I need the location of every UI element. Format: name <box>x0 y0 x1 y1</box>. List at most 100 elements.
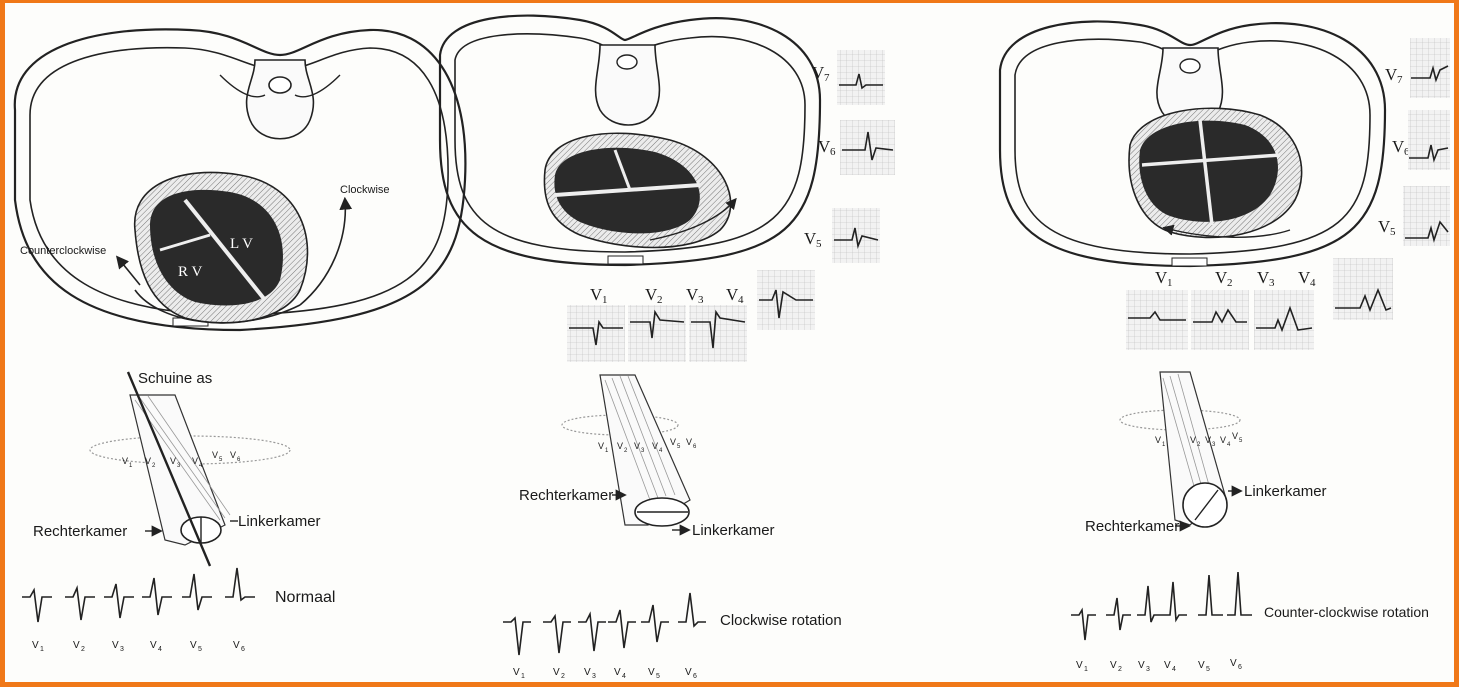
linkerkamer-label: Linkerkamer <box>692 522 775 539</box>
ring-lead-sub: 1 <box>1162 442 1166 448</box>
lead-sub: 1 <box>1084 666 1088 673</box>
ring-lead-sub: 4 <box>1227 442 1231 448</box>
ring-lead-v: V <box>598 441 604 451</box>
ring-lead-v: V <box>1232 431 1238 441</box>
ecg-complexes <box>503 593 706 655</box>
lead-label: V <box>1110 660 1117 671</box>
ring-lead-sub: 3 <box>1212 442 1216 448</box>
counter-clockwise-cylinder <box>1120 372 1240 527</box>
ring-lead-v: V <box>1220 435 1226 445</box>
lead-label: V <box>553 667 560 678</box>
lead-label: V <box>614 667 621 678</box>
ring-lead-v: V <box>212 450 218 460</box>
panel-clockwise: V V V V 1 2 3 4 V V V 7 6 5 <box>440 16 895 680</box>
chest-lead-sub: 1 <box>602 294 608 306</box>
ring-lead-v: V <box>122 456 128 466</box>
rv-label: R V <box>178 264 202 280</box>
counterclockwise-label: Counterclockwise <box>20 245 106 257</box>
lead-sub: 2 <box>81 646 85 653</box>
lead-sub: 6 <box>1238 664 1242 671</box>
rechterkamer-label: Rechterkamer <box>519 487 613 504</box>
lead-label: V <box>233 640 240 651</box>
side-lead-sub: 7 <box>824 72 830 84</box>
lead-label: V <box>1076 660 1083 671</box>
lead-label: V <box>190 640 197 651</box>
lead-label: V <box>648 667 655 678</box>
ring-lead-sub: 5 <box>677 444 681 450</box>
ring-lead-v: V <box>170 456 176 466</box>
linkerkamer-label: Linkerkamer <box>238 513 321 530</box>
ring-lead-sub: 1 <box>129 463 133 469</box>
lead-label: V <box>1138 660 1145 671</box>
chest-lead-markers: V V V V 1 2 3 4 <box>1155 268 1316 289</box>
lead-label: V <box>73 640 80 651</box>
lead-sub: 4 <box>1172 666 1176 673</box>
ring-lead-v: V <box>1155 435 1161 445</box>
chest-lead-sub: 3 <box>1269 277 1275 289</box>
linkerkamer-label: Linkerkamer <box>1244 483 1327 500</box>
lead-label: V <box>1164 660 1171 671</box>
lead-label: V <box>150 640 157 651</box>
ring-lead-v: V <box>230 450 236 460</box>
chest-lead-sub: 3 <box>698 294 704 306</box>
chest-lead-sub: 1 <box>1167 277 1173 289</box>
ring-lead-sub: 5 <box>219 457 223 463</box>
side-lead-sub: 7 <box>1397 74 1403 86</box>
lead-sub: 3 <box>592 673 596 680</box>
lead-label: V <box>32 640 39 651</box>
ecg-complexes <box>1071 572 1252 640</box>
lead-sub: 6 <box>241 646 245 653</box>
heart-rotated-clockwise <box>544 133 730 247</box>
lead-label: V <box>112 640 119 651</box>
panel-counter-clockwise: V V V V 1 2 3 4 V V V 7 6 5 <box>1000 21 1450 673</box>
heart <box>135 172 308 322</box>
ring-lead-v: V <box>145 456 151 466</box>
ring-lead-v: V <box>1190 435 1196 445</box>
lead-label: V <box>1198 660 1205 671</box>
chest-lead-sub: 2 <box>1227 277 1233 289</box>
lead-label: V <box>513 667 520 678</box>
ring-lead-v: V <box>670 437 676 447</box>
lv-label: L V <box>230 236 253 252</box>
ring-lead-v: V <box>617 441 623 451</box>
schuine-as-label: Schuine as <box>138 370 212 387</box>
lead-sub: 4 <box>622 673 626 680</box>
side-lead-sub: 5 <box>816 238 822 250</box>
ecg-complexes <box>22 568 255 622</box>
chest-lead-sub: 2 <box>657 294 663 306</box>
lead-label: V <box>1230 658 1237 669</box>
lead-labels: V V V V V V 1 2 3 4 5 6 <box>32 640 245 653</box>
clockwise-label: Clockwise <box>340 184 390 196</box>
lead-label: V <box>685 667 692 678</box>
lead-label: V <box>584 667 591 678</box>
normaal-caption: Normaal <box>275 589 335 606</box>
lead-sub: 1 <box>40 646 44 653</box>
counter-clockwise-rotation-caption: Counter-clockwise rotation <box>1264 604 1429 620</box>
lead-sub: 5 <box>198 646 202 653</box>
lead-labels: V V V V V V 1 2 3 4 5 6 <box>513 667 697 680</box>
rechterkamer-label: Rechterkamer <box>1085 518 1179 535</box>
lead-sub: 5 <box>1206 666 1210 673</box>
lead-sub: 3 <box>1146 666 1150 673</box>
panel-normal: Counterclockwise Clockwise L V R V Schui… <box>15 29 466 653</box>
side-lead-sub: 5 <box>1390 226 1396 238</box>
lead-sub: 1 <box>521 673 525 680</box>
ring-lead-v: V <box>652 441 658 451</box>
lead-sub: 5 <box>656 673 660 680</box>
chest-lead-sub: 4 <box>738 294 744 306</box>
ring-lead-v: V <box>686 437 692 447</box>
ring-lead-sub: 5 <box>1239 438 1243 444</box>
lead-sub: 2 <box>561 673 565 680</box>
ring-lead-v: V <box>634 441 640 451</box>
rechterkamer-label: Rechterkamer <box>33 523 127 540</box>
side-lead-sub: 6 <box>830 146 836 158</box>
lead-sub: 2 <box>1118 666 1122 673</box>
ring-lead-v: V <box>192 456 198 466</box>
clockwise-rotation-caption: Clockwise rotation <box>720 612 842 629</box>
ring-lead-sub: 1 <box>605 448 609 454</box>
ring-lead-sub: 6 <box>693 444 697 450</box>
lead-sub: 3 <box>120 646 124 653</box>
chest-lead-markers: V V V V 1 2 3 4 <box>590 285 744 306</box>
chest-lead-sub: 4 <box>1310 277 1316 289</box>
